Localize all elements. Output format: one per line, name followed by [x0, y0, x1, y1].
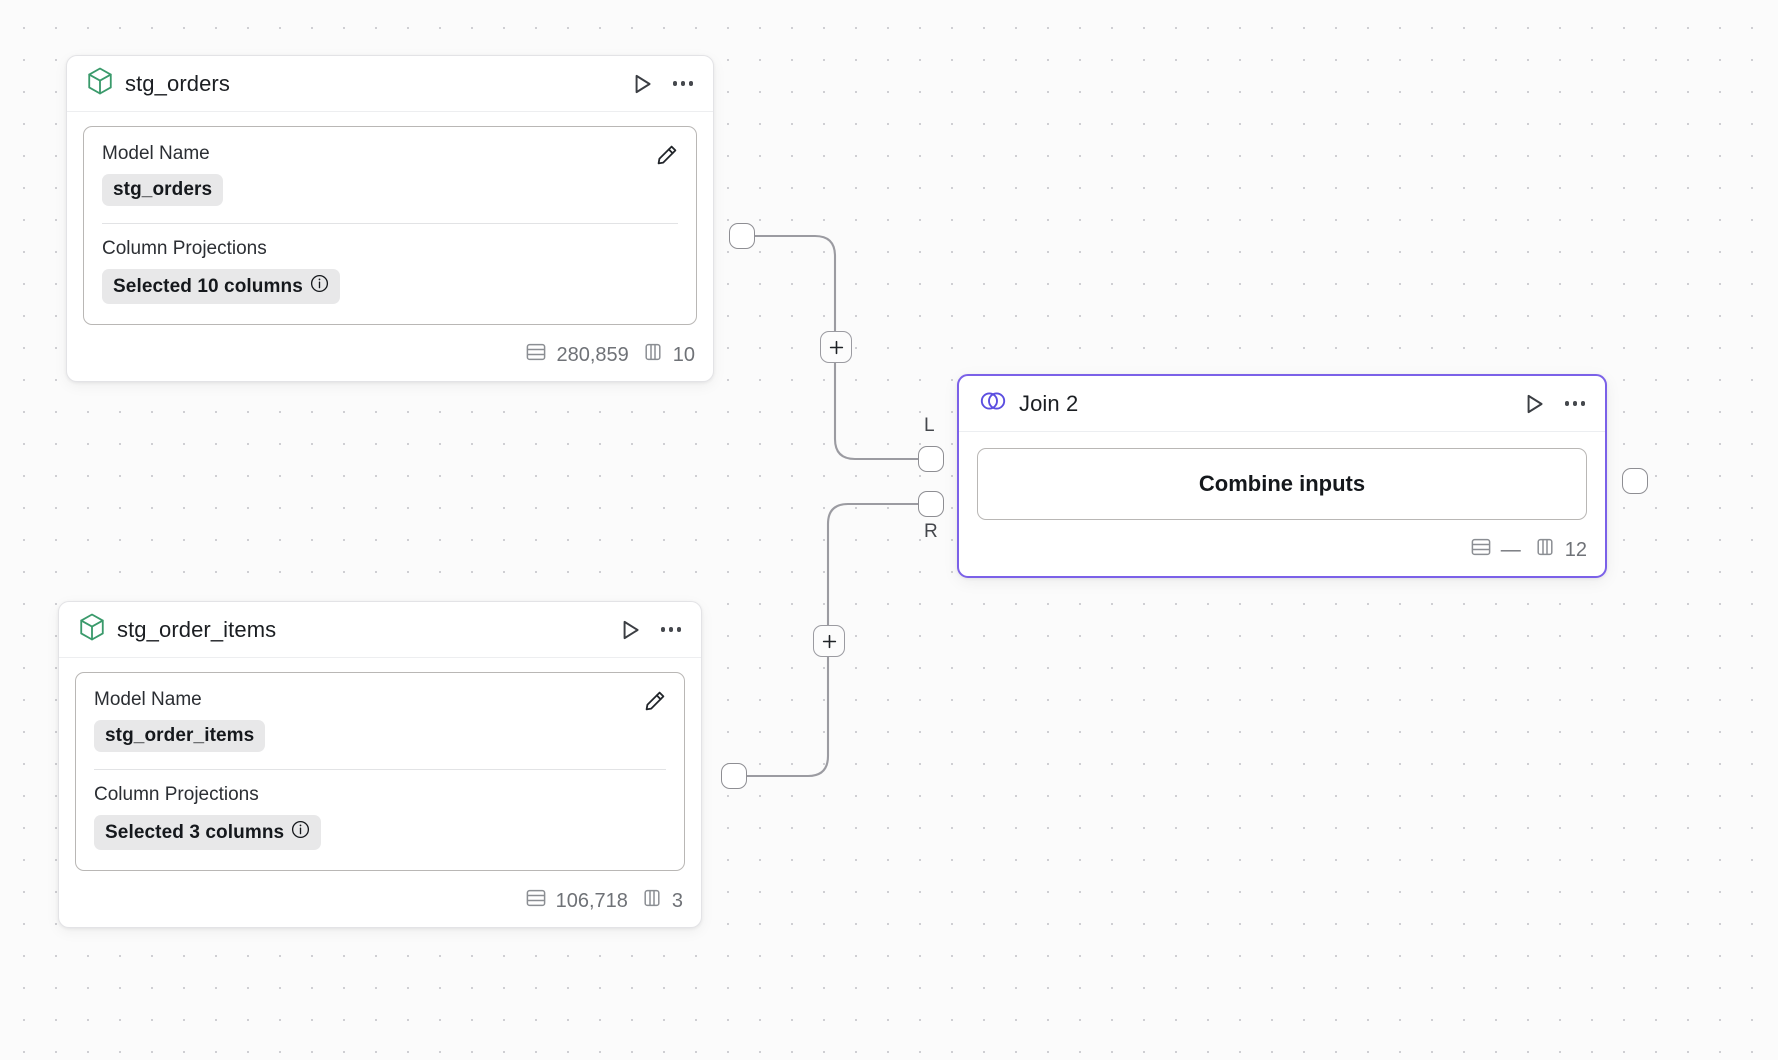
column-projections-value: Selected 3 columns	[105, 821, 285, 843]
info-icon[interactable]	[310, 274, 329, 299]
plus-icon	[822, 634, 836, 648]
output-port-stg-orders[interactable]	[729, 223, 755, 249]
add-node-on-edge-button-top[interactable]	[820, 331, 852, 363]
node-header: stg_order_items	[59, 602, 701, 658]
input-port-label-right: R	[924, 521, 938, 542]
param-box: Model Name stg_order_items Column Projec…	[75, 672, 685, 871]
cube-icon	[87, 67, 113, 100]
model-name-value: stg_orders	[113, 179, 213, 200]
rows-stat: 280,859	[525, 341, 629, 369]
columns-value: 10	[672, 343, 695, 366]
input-port-join-2-right[interactable]	[918, 491, 944, 517]
divider	[102, 223, 678, 224]
columns-stat: 3	[641, 887, 683, 915]
column-projections-value: Selected 10 columns	[113, 275, 303, 297]
input-port-join-2-left[interactable]	[918, 446, 944, 472]
columns-stat: 12	[1534, 536, 1587, 564]
node-body: Combine inputs	[959, 432, 1605, 526]
combine-inputs-button[interactable]: Combine inputs	[977, 448, 1587, 520]
param-label-column-projections: Column Projections	[102, 238, 267, 259]
rows-icon	[525, 341, 547, 369]
columns-icon	[1534, 536, 1556, 564]
node-body: Model Name stg_orders Column Projections…	[67, 112, 713, 331]
rows-stat: 106,718	[525, 887, 628, 915]
info-icon[interactable]	[291, 820, 310, 845]
node-header: Join 2	[959, 376, 1605, 432]
rows-icon	[525, 887, 547, 915]
param-label-model-name: Model Name	[102, 143, 210, 164]
node-footer: — 12	[959, 526, 1605, 576]
param-box: Model Name stg_orders Column Projections…	[83, 126, 697, 325]
cube-icon	[79, 613, 105, 646]
rows-icon	[1470, 536, 1492, 564]
plus-icon	[829, 340, 843, 354]
add-node-on-edge-button-bottom[interactable]	[813, 625, 845, 657]
pencil-icon[interactable]	[641, 687, 669, 715]
model-name-value: stg_order_items	[105, 725, 255, 746]
input-port-label-left: L	[924, 415, 935, 436]
model-name-chip[interactable]: stg_order_items	[94, 720, 266, 752]
node-title: stg_order_items	[117, 616, 277, 642]
node-stg-orders[interactable]: stg_orders	[66, 55, 714, 382]
divider	[94, 769, 666, 770]
node-title: Join 2	[1019, 390, 1079, 416]
play-icon[interactable]	[627, 69, 657, 99]
node-body: Model Name stg_order_items Column Projec…	[59, 658, 701, 877]
rows-value: —	[1500, 538, 1521, 561]
pencil-icon[interactable]	[653, 141, 681, 169]
columns-stat: 10	[642, 341, 695, 369]
param-label-column-projections: Column Projections	[94, 784, 259, 805]
node-title: stg_orders	[125, 70, 230, 96]
more-options-icon[interactable]	[659, 621, 683, 637]
rows-value: 106,718	[555, 889, 628, 912]
columns-icon	[642, 341, 664, 369]
output-port-stg-order-items[interactable]	[721, 763, 747, 789]
node-stg-order-items[interactable]: stg_order_items	[58, 601, 702, 928]
columns-value: 3	[671, 889, 683, 912]
more-options-icon[interactable]	[671, 75, 695, 91]
rows-value: 280,859	[556, 343, 629, 366]
column-projections-chip[interactable]: Selected 3 columns	[94, 815, 322, 850]
node-join-2[interactable]: Join 2 Combine inputs	[957, 374, 1607, 578]
columns-icon	[641, 887, 663, 915]
rows-stat: —	[1470, 536, 1521, 564]
node-header: stg_orders	[67, 56, 713, 112]
model-name-chip[interactable]: stg_orders	[102, 174, 224, 206]
play-icon[interactable]	[1519, 389, 1549, 419]
play-icon[interactable]	[615, 615, 645, 645]
output-port-join-2[interactable]	[1622, 468, 1648, 494]
more-options-icon[interactable]	[1563, 395, 1587, 411]
param-label-model-name: Model Name	[94, 689, 202, 710]
venn-icon	[979, 389, 1007, 418]
columns-value: 12	[1564, 538, 1587, 561]
node-footer: 280,859 10	[67, 331, 713, 381]
node-footer: 106,718 3	[59, 877, 701, 927]
column-projections-chip[interactable]: Selected 10 columns	[102, 269, 340, 304]
